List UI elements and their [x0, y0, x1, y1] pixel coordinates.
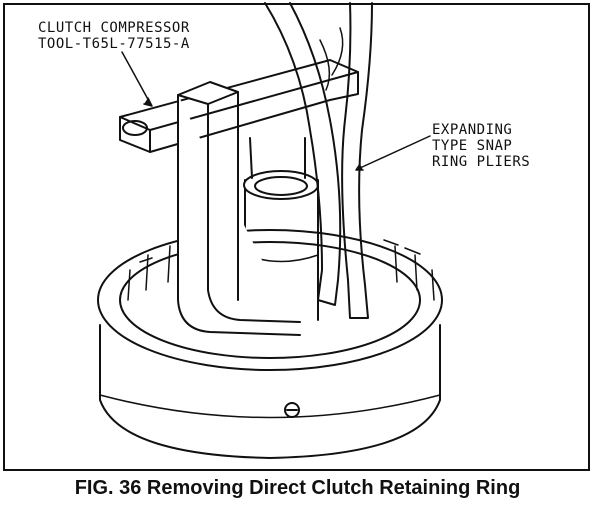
pliers-callout: EXPANDING TYPE SNAP RING PLIERS [432, 122, 531, 170]
figure-caption: FIG. 36 Removing Direct Clutch Retaining… [74, 477, 521, 499]
snap-ring-pliers-icon [264, 2, 373, 319]
tool-callout: CLUTCH COMPRESSOR TOOL-T65L-77515-A [38, 20, 190, 52]
clutch-drum [97, 229, 443, 459]
leader-lines [121, 51, 431, 171]
compressor-tool-icon [119, 59, 359, 336]
